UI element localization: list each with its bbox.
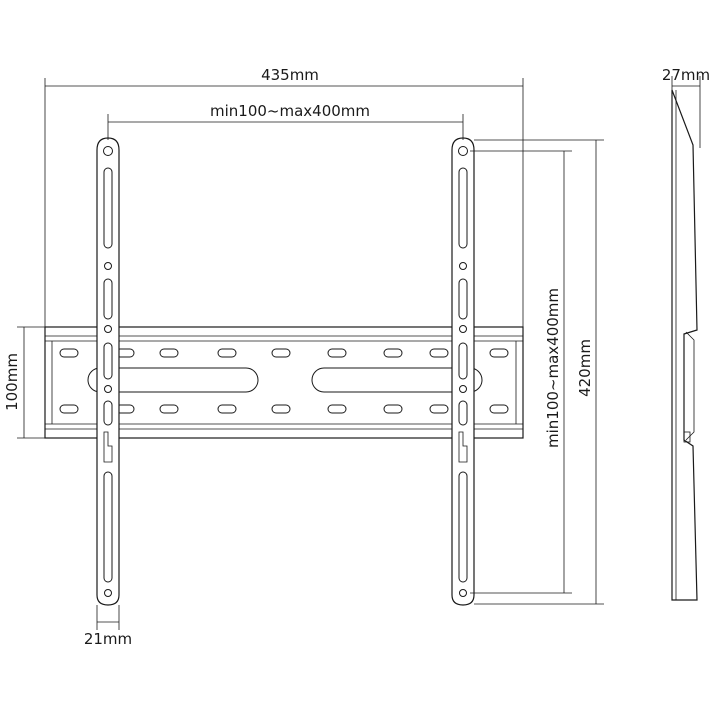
dim-vertical-spacing: min100~max400mm	[470, 150, 572, 594]
left-arm	[96, 137, 120, 606]
dim-depth: 27mm	[662, 66, 710, 148]
arm-height-label: 420mm	[576, 339, 594, 397]
right-arm	[451, 137, 475, 606]
side-profile	[671, 89, 698, 601]
dim-arm-width: 21mm	[84, 605, 132, 648]
vertical-spacing-label: min100~max400mm	[544, 288, 562, 448]
dim-horizontal-spacing: min100~max400mm	[107, 102, 464, 140]
wall-plate	[44, 326, 524, 439]
plate-cutout-left	[87, 367, 259, 393]
arm-width-label: 21mm	[84, 630, 132, 648]
dim-overall-width: 435mm	[44, 66, 524, 327]
overall-width-label: 435mm	[261, 66, 319, 84]
horizontal-spacing-label: min100~max400mm	[210, 102, 370, 120]
plate-height-label: 100mm	[3, 353, 21, 411]
dim-plate-height: 100mm	[3, 326, 45, 439]
plate-cutout-right	[311, 367, 483, 393]
dim-arm-height: 420mm	[474, 139, 604, 605]
depth-label: 27mm	[662, 66, 710, 84]
plate-top-slots	[59, 348, 509, 358]
plate-bottom-slots	[59, 404, 509, 414]
